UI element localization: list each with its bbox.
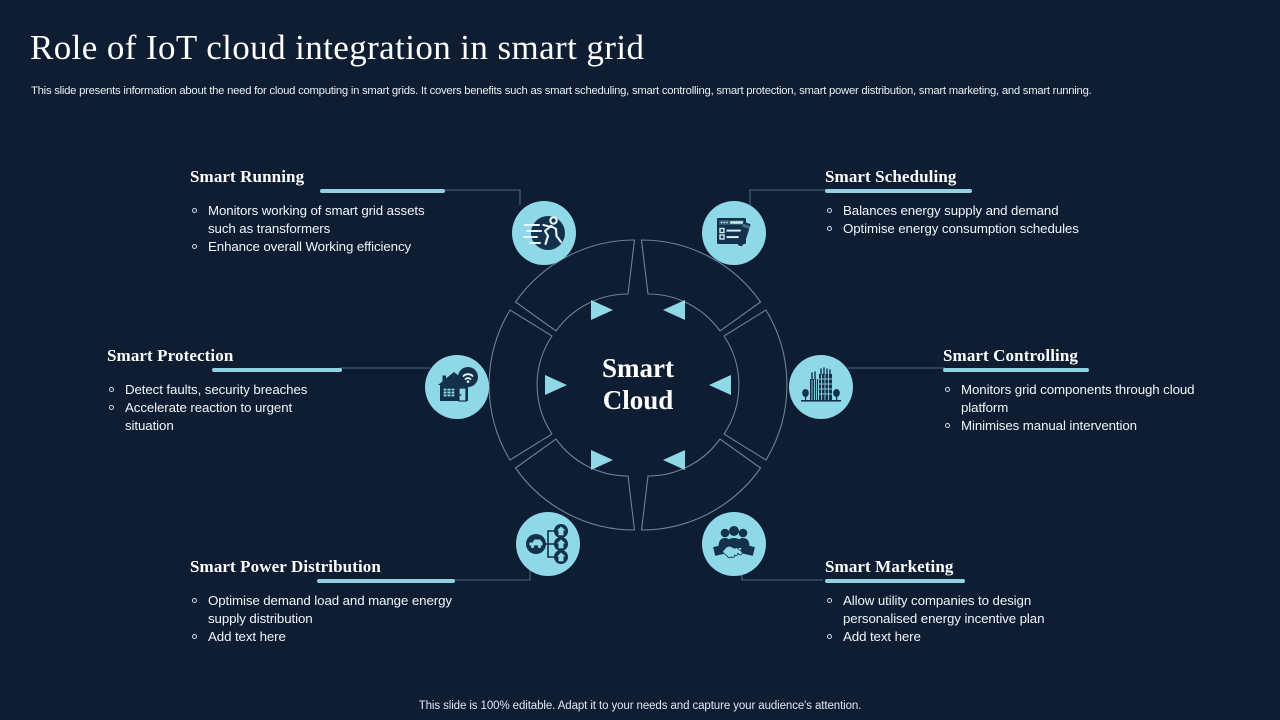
arrow-bottom-right xyxy=(663,450,685,470)
footer-note: This slide is 100% editable. Adapt it to… xyxy=(418,700,862,712)
arrow-top-right xyxy=(663,300,685,320)
block-smart-marketing: Smart Marketing Allow utility companies … xyxy=(825,557,1090,646)
center-label: Smart Cloud xyxy=(568,352,708,416)
heading-smart-scheduling: Smart Scheduling xyxy=(825,167,957,186)
page-subtitle: This slide presents information about th… xyxy=(31,85,1092,97)
heading-smart-power-distribution: Smart Power Distribution xyxy=(190,557,381,576)
list-item: Add text here xyxy=(190,628,455,646)
list-item: Monitors working of smart grid assets su… xyxy=(190,202,445,238)
connector-smart-running xyxy=(437,189,521,205)
accent-bar-smart-running xyxy=(190,187,445,197)
icon-badge-smart-protection[interactable] xyxy=(425,355,489,419)
icon-badge-smart-power-distribution[interactable] xyxy=(516,512,580,576)
heading-smart-controlling: Smart Controlling xyxy=(943,346,1079,365)
icon-badge-smart-scheduling[interactable] xyxy=(702,201,766,265)
center-label-line1: Smart xyxy=(602,353,674,383)
list-item: Balances energy supply and demand xyxy=(825,202,1105,220)
bullets-smart-scheduling: Balances energy supply and demand Optimi… xyxy=(825,202,1105,238)
accent-bar-smart-marketing xyxy=(825,577,1090,587)
block-smart-protection: Smart Protection Detect faults, security… xyxy=(107,346,342,435)
page-title: Role of IoT cloud integration in smart g… xyxy=(30,28,645,67)
smart-home-wifi-icon xyxy=(438,367,478,402)
bullets-smart-protection: Detect faults, security breaches Acceler… xyxy=(107,381,342,435)
icon-badge-smart-running[interactable] xyxy=(512,201,576,265)
list-item: Allow utility companies to design person… xyxy=(825,592,1090,628)
arrow-bottom-left xyxy=(591,450,613,470)
list-item: Optimise energy consumption schedules xyxy=(825,220,1105,238)
checklist-pencil-icon xyxy=(717,218,751,249)
list-item: Add text here xyxy=(825,628,1090,646)
center-label-line2: Cloud xyxy=(602,385,674,415)
accent-bar-smart-protection xyxy=(107,366,342,376)
bullets-smart-marketing: Allow utility companies to design person… xyxy=(825,592,1090,646)
list-item: Detect faults, security breaches xyxy=(107,381,342,399)
list-item: Optimise demand load and mange energy su… xyxy=(190,592,455,628)
connector-smart-scheduling xyxy=(749,189,855,208)
list-item: Monitors grid components through cloud p… xyxy=(943,381,1203,417)
block-smart-scheduling: Smart Scheduling Balances energy supply … xyxy=(825,167,1105,238)
accent-bar-smart-controlling xyxy=(943,366,1203,376)
list-item: Minimises manual intervention xyxy=(943,417,1203,435)
arrow-left xyxy=(545,375,567,395)
block-smart-running: Smart Running Monitors working of smart … xyxy=(190,167,445,256)
heading-smart-protection: Smart Protection xyxy=(107,346,234,365)
accent-bar-smart-power-distribution xyxy=(190,577,455,587)
handshake-people-icon xyxy=(713,526,755,559)
bullets-smart-running: Monitors working of smart grid assets su… xyxy=(190,202,445,256)
accent-bar-smart-scheduling xyxy=(825,187,1105,197)
icon-badge-smart-controlling[interactable] xyxy=(789,355,853,419)
flow-arrows xyxy=(545,300,731,470)
heading-smart-running: Smart Running xyxy=(190,167,305,186)
connector-smart-power-distribution xyxy=(452,566,531,581)
list-item: Accelerate reaction to urgent situation xyxy=(107,399,342,435)
arrow-right xyxy=(709,375,731,395)
heading-smart-marketing: Smart Marketing xyxy=(825,557,954,576)
list-item: Enhance overall Working efficiency xyxy=(190,238,445,256)
bullets-smart-controlling: Monitors grid components through cloud p… xyxy=(943,381,1203,435)
block-smart-power-distribution: Smart Power Distribution Optimise demand… xyxy=(190,557,455,646)
bullets-smart-power-distribution: Optimise demand load and mange energy su… xyxy=(190,592,455,646)
arrow-top-left xyxy=(591,300,613,320)
block-smart-controlling: Smart Controlling Monitors grid componen… xyxy=(943,346,1203,435)
city-buildings-icon xyxy=(801,367,841,402)
vehicle-homes-network-icon xyxy=(526,524,568,564)
icon-badge-smart-marketing[interactable] xyxy=(702,512,766,576)
running-person-icon xyxy=(523,216,565,250)
